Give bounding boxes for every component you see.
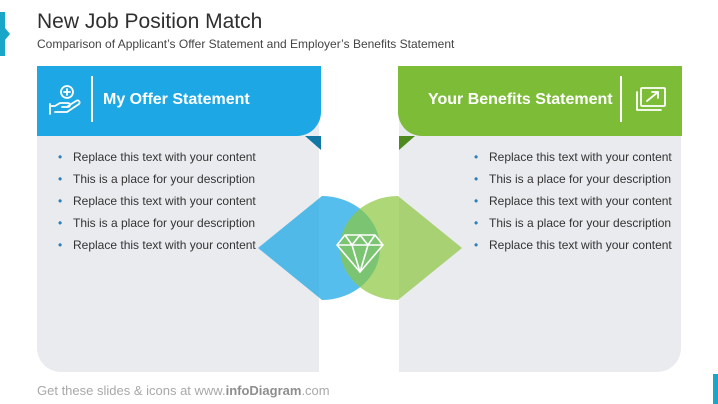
green-leaf-shape	[340, 196, 462, 300]
footer-suffix: .com	[301, 383, 330, 398]
header-divider	[91, 76, 93, 122]
match-overlap-diagram	[258, 196, 462, 300]
footer-credit[interactable]: Get these slides & icons at www.infoDiag…	[37, 383, 330, 398]
list-item: Replace this text with your content	[474, 192, 674, 210]
header-divider	[620, 76, 622, 122]
footer-brand: infoDiagram	[225, 383, 302, 398]
header-fold	[305, 136, 321, 150]
list-item: This is a place for your description	[58, 170, 258, 188]
offer-statement-label: My Offer Statement	[103, 91, 250, 108]
page-title: New Job Position Match	[37, 10, 263, 33]
list-item: This is a place for your description	[58, 214, 258, 232]
list-item: Replace this text with your content	[474, 148, 674, 166]
list-item: This is a place for your description	[474, 214, 674, 232]
left-edge-accent	[0, 12, 10, 56]
hand-with-plus-icon	[49, 85, 81, 115]
diamond-icon	[336, 234, 384, 273]
header-fold	[399, 136, 415, 150]
benefits-statement-label: Your Benefits Statement	[428, 91, 613, 108]
money-arrow-icon	[636, 87, 666, 111]
list-item: Replace this text with your content	[474, 236, 674, 254]
list-item: Replace this text with your content	[58, 192, 258, 210]
benefits-statement-list: Replace this text with your content This…	[474, 148, 674, 258]
list-item: This is a place for your description	[474, 170, 674, 188]
benefits-statement-header: Your Benefits Statement	[398, 66, 682, 136]
right-edge-accent	[713, 374, 718, 404]
footer-prefix: Get these slides & icons at www.	[37, 383, 226, 398]
page-subtitle: Comparison of Applicant’s Offer Statemen…	[37, 37, 455, 51]
offer-statement-header: My Offer Statement	[37, 66, 321, 136]
offer-statement-list: Replace this text with your content This…	[58, 148, 258, 258]
list-item: Replace this text with your content	[58, 148, 258, 166]
list-item: Replace this text with your content	[58, 236, 258, 254]
